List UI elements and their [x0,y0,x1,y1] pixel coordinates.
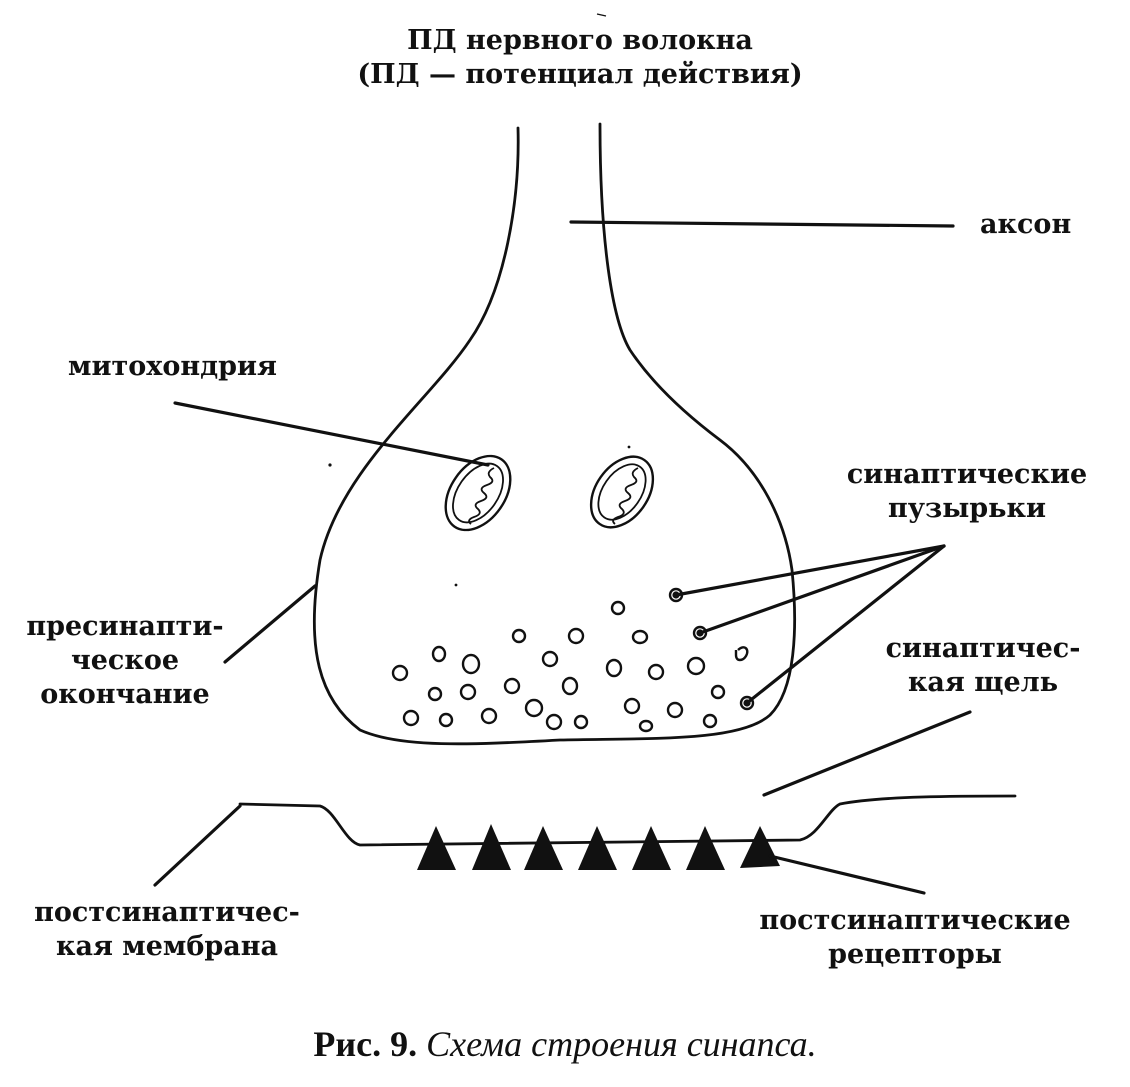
vesicle-leader-2 [698,544,946,635]
postsynaptic-receptors [417,824,780,870]
vesicle [391,664,409,682]
title-line-1: ПД нервного волокна [407,25,753,56]
vesicle [402,709,420,727]
vesicle-leader-1 [674,544,946,597]
vesicle [631,629,649,645]
presynaptic-leader [223,584,317,664]
vesicle [459,683,477,701]
presynaptic-line-2: ческое [70,645,180,676]
print-specks [328,13,631,587]
vesicle [503,677,521,695]
vesicle [461,653,481,675]
postsynaptic-membrane-outline [238,794,1017,847]
label-postsynaptic-receptors: постсинаптические рецепторы [740,904,1090,972]
postsynaptic-membrane-line-2: кая мембрана [55,931,279,962]
presynaptic-line-3: окончание [40,679,210,710]
synaptic-vesicles [391,600,749,733]
vesicle [438,712,454,728]
vesicle [541,650,559,668]
vesicle [702,713,718,729]
receptor [578,826,617,870]
vesicle [734,646,749,662]
synaptic-cleft-line-2: кая щель [907,667,1059,698]
vesicle [511,628,527,644]
vesicle [739,695,755,711]
diagram-title: ПД нервного волокна (ПД — потенциал дейс… [300,24,860,92]
synaptic-vesicles-line-2: пузырьки [887,493,1047,524]
mitochondrion-right [589,455,655,529]
label-synaptic-vesicles: синаптические пузырьки [822,458,1112,526]
label-synaptic-cleft: синаптичес- кая щель [858,632,1108,700]
vesicle [545,713,563,731]
title-line-2: (ПД — потенциал действия) [357,59,803,90]
postsynaptic-membrane-line-1: постсинаптичес- [34,897,300,928]
label-mitochondria: митохондрия [68,351,277,382]
vesicle [666,701,684,719]
vesicle [427,686,443,702]
cleft-leader [762,710,972,797]
synaptic-vesicles-line-1: синаптические [846,459,1088,490]
vesicle [524,698,544,718]
membrane-leader [153,804,242,887]
vesicle [431,645,447,663]
label-postsynaptic-membrane: постсинаптичес- кая мембрана [12,896,322,964]
postsynaptic-receptors-line-1: постсинаптические [759,905,1071,936]
postsynaptic-receptors-line-2: рецепторы [828,939,1002,970]
receptor [740,826,780,868]
receptor [632,826,671,870]
vesicle [647,663,665,681]
vesicle [686,656,706,676]
receptor [472,824,511,870]
caption-number: Рис. 9. [313,1024,418,1064]
receptor-leader [768,854,926,895]
receptor [686,826,725,870]
mitochondria-leader [173,401,490,467]
vesicle [561,676,579,696]
figure-caption: Рис. 9. Схема строения синапса. [0,1022,1130,1066]
vesicle [692,625,708,641]
synaptic-cleft-line-1: синаптичес- [885,633,1081,664]
vesicle [610,600,626,616]
vesicle [480,707,498,725]
vesicle [710,684,726,700]
label-presynaptic-ending: пресинапти- ческое окончание [10,610,240,712]
receptor [524,826,563,870]
caption-text: Схема строения синапса. [426,1024,817,1064]
axon-leader [569,220,955,228]
vesicle [573,714,589,730]
mitochondrion-left [444,454,512,532]
presynaptic-line-1: пресинапти- [26,611,224,642]
vesicle [605,658,623,678]
vesicle [623,697,641,715]
vesicle-leader-3 [745,544,946,705]
receptor [417,826,456,870]
leader-lines [153,220,972,895]
vesicle [638,719,654,733]
vesicle [567,627,585,645]
label-axon: аксон [980,209,1072,240]
presynaptic-terminal-outline [312,122,797,746]
